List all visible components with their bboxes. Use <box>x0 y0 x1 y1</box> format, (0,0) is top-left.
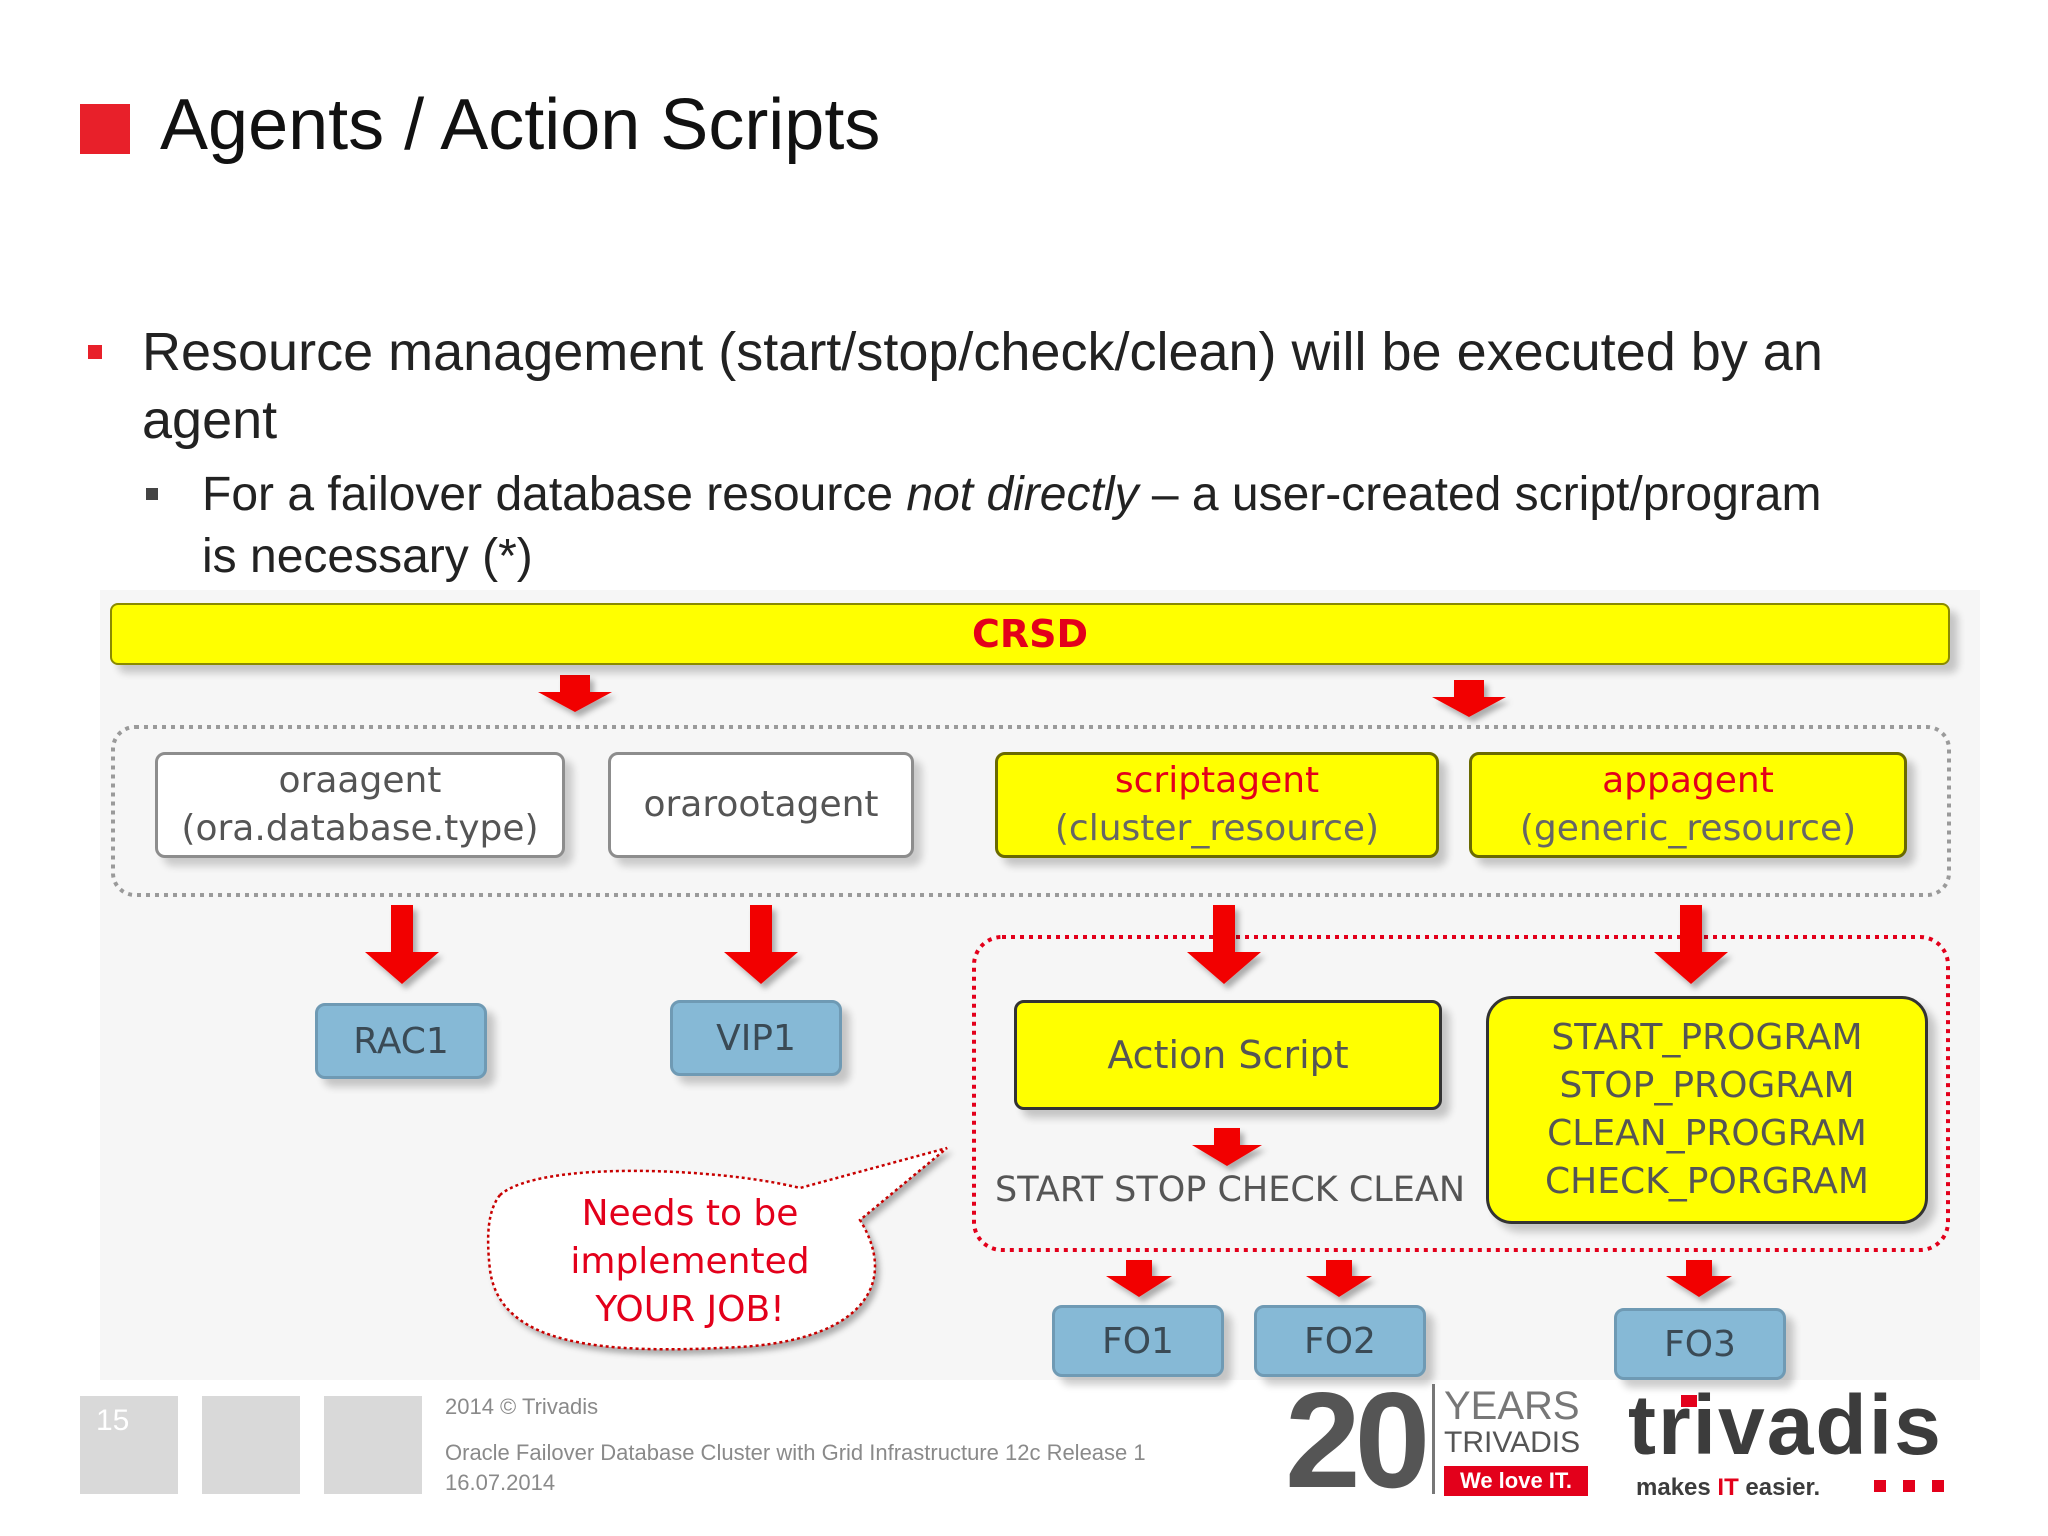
bullet-text-continuation: agent <box>142 390 278 450</box>
action-script-commands: START STOP CHECK CLEAN <box>995 1170 1466 1210</box>
logo-dot <box>1874 1480 1886 1492</box>
slide-title: Agents / Action Scripts <box>160 85 881 165</box>
user-scripts-group-frame <box>972 935 1950 1252</box>
footer-date: 16.07.2014 <box>445 1470 556 1495</box>
action-script-box: Action Script <box>1014 1000 1442 1110</box>
anniversary-tagline: We love IT. <box>1444 1466 1588 1496</box>
sub-bullet-marker <box>146 488 158 500</box>
callout-text: Needs to be implemented YOUR JOB! <box>570 1193 810 1330</box>
arrow-to-fo1 <box>1106 1260 1172 1297</box>
sub-bullet-text: For a failover database resource not dir… <box>202 464 1821 526</box>
appagent-box: appagent (generic_resource) <box>1469 752 1907 858</box>
sub-bullet-text-post: – a user-created script/program <box>1138 468 1822 521</box>
logo-dot <box>1903 1480 1915 1492</box>
appagent-name: appagent <box>1602 760 1774 801</box>
scriptagent-box: scriptagent (cluster_resource) <box>995 752 1439 858</box>
bullet-text: Resource management (start/stop/check/cl… <box>142 322 1823 382</box>
appagent-type: (generic_resource) <box>1519 808 1857 849</box>
title-bullet-square <box>80 104 130 154</box>
arrow-action-script-to-commands <box>1192 1128 1262 1166</box>
trivadis-logo: trivadis <box>1628 1378 1943 1472</box>
logo-accent <box>1681 1395 1697 1407</box>
resource-fo2: FO2 <box>1254 1305 1426 1377</box>
resource-rac1: RAC1 <box>315 1003 487 1079</box>
sub-bullet-continuation: is necessary (*) <box>202 530 533 583</box>
footer-copyright: 2014 © Trivadis <box>445 1394 599 1419</box>
arrow-orarootagent-to-vip1 <box>724 905 798 984</box>
bullet-marker <box>88 345 102 359</box>
orarootagent-box: orarootagent <box>608 752 914 858</box>
footer-block <box>324 1396 422 1494</box>
arrow-to-fo3 <box>1666 1260 1732 1297</box>
logo-dot <box>1932 1480 1944 1492</box>
crsd-label: CRSD <box>971 612 1089 656</box>
page-number-block: 15 <box>80 1396 178 1494</box>
arrow-crsd-to-scriptagents <box>1432 680 1506 717</box>
resource-vip1: VIP1 <box>670 1000 842 1076</box>
sub-bullet-text-pre: For a failover database resource <box>202 468 907 521</box>
page-number: 15 <box>96 1404 130 1437</box>
arrow-to-fo2 <box>1306 1260 1372 1297</box>
arrow-appagent-to-programs <box>1654 905 1728 984</box>
resource-fo3: FO3 <box>1614 1308 1786 1380</box>
agents-group-frame <box>111 725 1951 897</box>
arrow-scriptagent-to-action-script <box>1187 905 1261 984</box>
sub-bullet-emphasis: not directly <box>906 468 1139 521</box>
arrow-crsd-to-oraagents <box>538 675 612 712</box>
crsd-bar: CRSD <box>110 603 1950 665</box>
trivadis-logo-tagline: makes IT easier. <box>1636 1474 1821 1501</box>
scriptagent-type: (cluster_resource) <box>1054 808 1380 849</box>
arrow-oraagent-to-rac1 <box>365 905 439 984</box>
program-attributes-box: START_PROGRAM STOP_PROGRAM CLEAN_PROGRAM… <box>1486 996 1928 1224</box>
oraagent-box: oraagent (ora.database.type) <box>155 752 565 858</box>
anniversary-company: TRIVADIS <box>1444 1426 1581 1459</box>
anniversary-number: 20 <box>1285 1364 1430 1516</box>
anniversary-divider <box>1432 1384 1435 1494</box>
callout-bubble <box>486 1146 948 1351</box>
footer-block <box>202 1396 300 1494</box>
scriptagent-name: scriptagent <box>1114 760 1320 801</box>
anniversary-years: YEARS <box>1444 1384 1580 1428</box>
footer-presentation-title: Oracle Failover Database Cluster with Gr… <box>445 1440 1146 1465</box>
resource-fo1: FO1 <box>1052 1305 1224 1377</box>
